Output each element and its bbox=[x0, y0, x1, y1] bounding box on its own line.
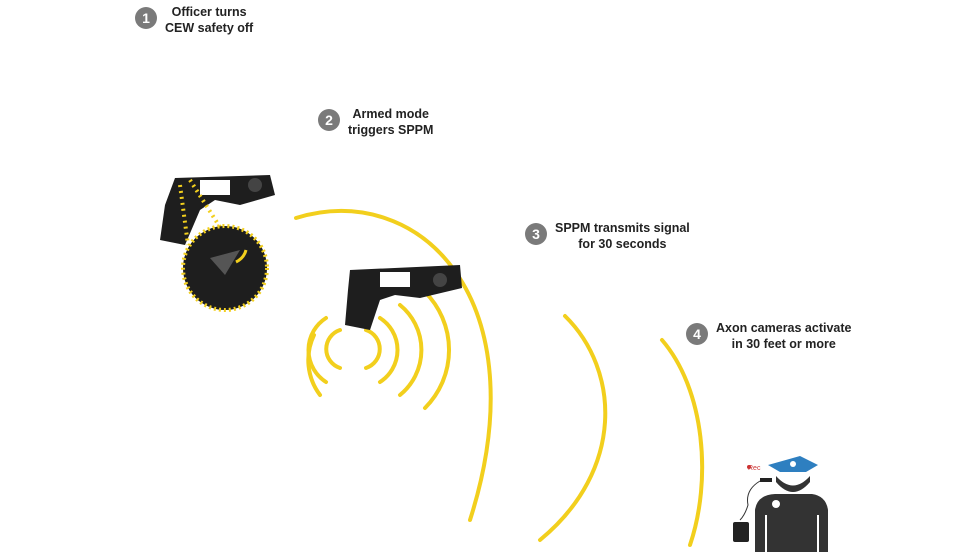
big-wave-3 bbox=[660, 338, 705, 547]
step-label-line: in 30 feet or more bbox=[731, 337, 836, 351]
small-wave-left-3 bbox=[306, 333, 322, 397]
step-number-badge: 3 bbox=[525, 223, 547, 245]
big-wave-2 bbox=[538, 314, 608, 542]
step-label-line: Officer turns bbox=[171, 5, 247, 19]
step-4: 4 Axon cameras activate in 30 feet or mor… bbox=[686, 320, 852, 352]
step-label-line: Armed mode bbox=[352, 107, 429, 121]
step-number-badge: 2 bbox=[318, 109, 340, 131]
step-number-badge: 4 bbox=[686, 323, 708, 345]
small-wave-1 bbox=[364, 328, 382, 370]
signal-waves bbox=[294, 209, 705, 547]
step-label-line: SPPM transmits signal bbox=[555, 221, 690, 235]
small-wave-left-1 bbox=[324, 328, 342, 370]
small-wave-2 bbox=[378, 316, 400, 384]
step-label: Axon cameras activate in 30 feet or more bbox=[716, 320, 852, 352]
step-3: 3 SPPM transmits signal for 30 seconds bbox=[525, 220, 690, 252]
step-label: SPPM transmits signal for 30 seconds bbox=[555, 220, 690, 252]
step-label-line: triggers SPPM bbox=[348, 123, 434, 137]
step-label-line: Axon cameras activate bbox=[716, 321, 852, 335]
small-wave-3 bbox=[398, 303, 424, 397]
step-number-badge: 1 bbox=[135, 7, 157, 29]
step-label-line: CEW safety off bbox=[165, 21, 254, 35]
step-label-line: for 30 seconds bbox=[578, 237, 667, 251]
taser-2 bbox=[345, 265, 462, 330]
rec-label: Rec bbox=[748, 465, 761, 472]
step-2: 2 Armed mode triggers SPPM bbox=[318, 106, 433, 138]
officer-figure bbox=[733, 456, 828, 552]
small-wave-4 bbox=[423, 290, 452, 410]
zoom-inset bbox=[178, 178, 269, 312]
taser-1 bbox=[160, 175, 275, 245]
step-label: Armed mode triggers SPPM bbox=[348, 106, 433, 138]
